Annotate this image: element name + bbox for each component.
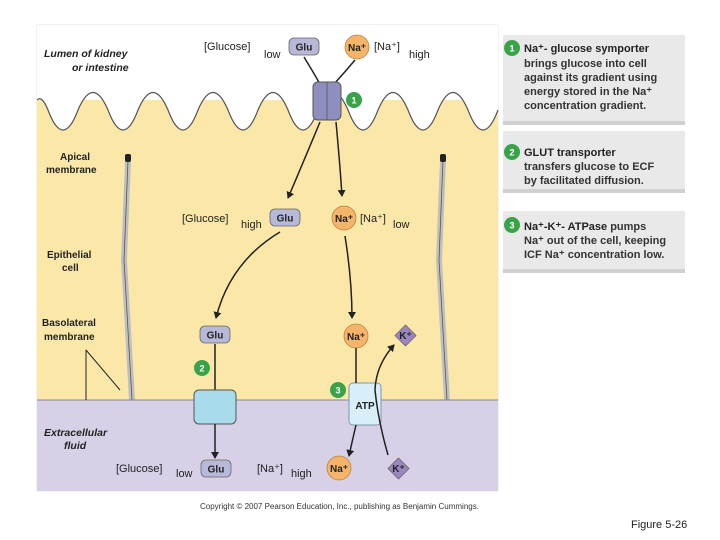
tight-junction-right (440, 154, 446, 162)
cell-na-conc: [Na⁺] (360, 213, 386, 225)
panel-3-title-suffix: pumps (607, 221, 646, 233)
basolateral-label-line2: membrane (44, 332, 95, 343)
atp-label: ATP (355, 401, 375, 412)
ecf-k-diamond (387, 457, 410, 480)
arrow-na-into-cell (335, 121, 346, 197)
basolateral-label-line1: Basolateral (42, 318, 96, 329)
panel-1-line1: brings glucose into cell (524, 58, 647, 70)
panel-3: 3 Na⁺-K⁺- ATPase pumps Na⁺ out of the ce… (503, 211, 685, 273)
figure-number: Figure 5-26 (631, 519, 687, 531)
step-badge-2-label: 2 (199, 364, 204, 374)
basolateral-glu-box (199, 325, 231, 344)
lumen-glu-box (288, 37, 320, 56)
cell-glu-text: Glu (277, 214, 294, 225)
panel-3-bg (503, 211, 685, 269)
cell-cytoplasm (37, 100, 498, 400)
lateral-membrane-left-edge (123, 159, 133, 401)
panel-2: 2 GLUT transporter transfers glucose to … (503, 131, 685, 193)
step-badge-3 (330, 382, 346, 398)
panel-3-divider (503, 269, 685, 273)
basolateral-glu-text: Glu (207, 331, 224, 342)
cell-k-text: K⁺ (399, 331, 412, 342)
panel-1-line3: energy stored in the Na⁺ (524, 86, 652, 98)
cell-glucose-conc: [Glucose] (182, 213, 228, 225)
ecf-label-line2: fluid (64, 440, 87, 452)
epithelial-label-line1: Epithelial (47, 250, 92, 261)
pump-na-text: Na⁺ (347, 332, 365, 343)
lumen-region (37, 25, 498, 130)
ecf-na-text: Na⁺ (330, 464, 348, 475)
arrow-glucose-into-cell (286, 121, 321, 199)
panel-1-title: Na⁺- glucose symporter (524, 43, 650, 55)
na-k-atpase (348, 382, 382, 426)
epithelial-label-line2: cell (62, 263, 79, 274)
panel-1-badge-label: 1 (509, 44, 514, 54)
lumen-glu-text: Glu (296, 43, 313, 54)
step-badge-3-label: 3 (335, 386, 340, 396)
ecf-na-level: high (291, 468, 312, 480)
cell-glu-box (269, 208, 301, 227)
step-badge-1 (346, 92, 362, 108)
panel-3-line2: ICF Na⁺ concentration low. (524, 249, 664, 261)
lumen-na-level: high (409, 49, 430, 61)
ecf-glucose-level: low (176, 468, 193, 480)
lateral-membrane-right-edge (438, 159, 448, 401)
copyright-text: Copyright © 2007 Pearson Education, Inc.… (200, 502, 479, 511)
lumen-label-line2: or intestine (72, 62, 129, 74)
panel-1-divider (503, 121, 685, 125)
ecf-glu-box (200, 459, 232, 478)
panel-1-bg (503, 35, 685, 122)
arrow-glucose-to-glut (213, 231, 281, 319)
lumen-na-circle (344, 34, 370, 60)
panel-2-badge (504, 144, 520, 160)
step-badge-1-label: 1 (351, 96, 356, 106)
lumen-label-line1: Lumen of kidney (44, 48, 129, 60)
ecf-glu-text: Glu (208, 465, 225, 476)
extracellular-fluid-region (37, 400, 498, 491)
lumen-na-conc: [Na⁺] (374, 41, 400, 53)
panel-3-badge-label: 3 (509, 221, 514, 231)
panel-2-title: GLUT transporter (524, 147, 616, 159)
ecf-na-conc: [Na⁺] (257, 463, 283, 475)
panel-3-title-main: Na⁺-K⁺- ATPase (524, 221, 607, 233)
panel-3-badge (504, 217, 520, 233)
cell-k-diamond (394, 324, 417, 347)
ecf-label-line1: Extracellular (44, 427, 108, 439)
ecf-glucose-conc: [Glucose] (116, 463, 162, 475)
panel-2-bg (503, 131, 685, 189)
lumen-glucose-level: low (264, 49, 281, 61)
arrow-na-out (346, 424, 357, 457)
arrow-k-in (374, 344, 395, 456)
apical-label-line2: membrane (46, 165, 97, 176)
cell-na-circle (331, 205, 357, 231)
panel-2-line1: transfers glucose to ECF (524, 161, 654, 173)
ecf-na-circle (326, 455, 352, 481)
apical-membrane-line (36, 91, 499, 131)
lumen-na-text: Na⁺ (348, 43, 366, 54)
panel-1-badge (504, 40, 520, 56)
panel-2-line2: by facilitated diffusion. (524, 175, 644, 187)
panel-1: 1 Na⁺- glucose symporter brings glucose … (503, 35, 685, 125)
basolateral-pointer (85, 349, 121, 400)
tight-junction-left (125, 154, 131, 162)
panel-3-line1: Na⁺ out of the cell, keeping (524, 235, 666, 247)
step-badge-2 (194, 360, 210, 376)
panel-1-line2: against its gradient using (524, 72, 657, 84)
panel-3-title: Na⁺-K⁺- ATPase pumps (524, 221, 646, 233)
cell-na-level: low (393, 219, 410, 231)
panel-1-line4: concentration gradient. (524, 100, 646, 112)
ecf-k-text: K⁺ (392, 464, 405, 475)
apical-label-line1: Apical (60, 152, 90, 163)
lumen-glucose-conc: [Glucose] (204, 41, 250, 53)
cell-glucose-level: high (241, 219, 262, 231)
glut-transporter (193, 389, 237, 425)
arrow-na-to-pump (344, 235, 356, 319)
panel-2-divider (503, 189, 685, 193)
panel-2-badge-label: 2 (509, 148, 514, 158)
cell-na-text: Na⁺ (335, 214, 353, 225)
